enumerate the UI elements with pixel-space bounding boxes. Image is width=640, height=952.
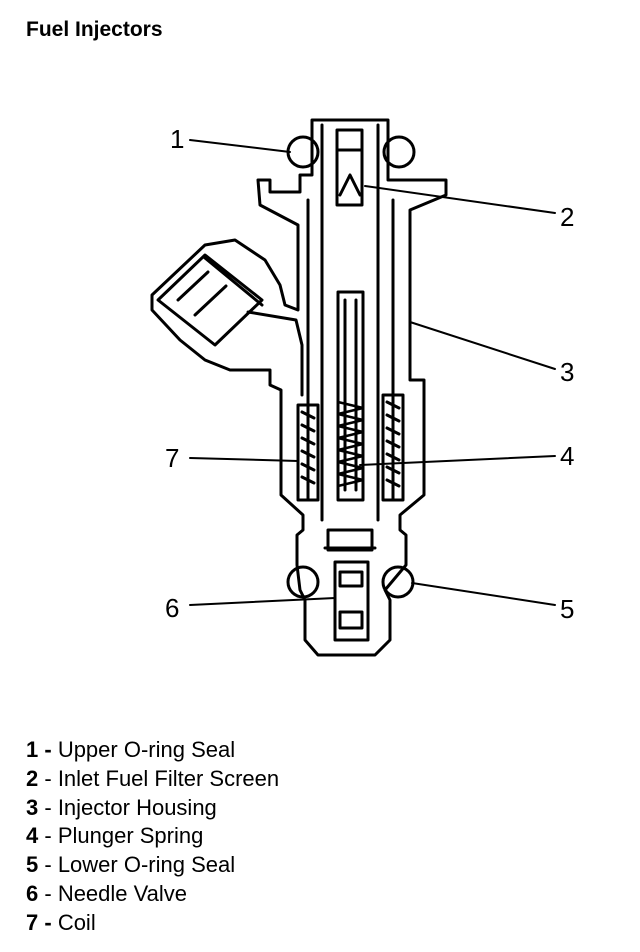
callout-1: 1 xyxy=(170,124,184,154)
leader-line-1 xyxy=(189,139,291,153)
callout-5: 5 xyxy=(560,594,574,624)
leader-line-4 xyxy=(359,455,556,466)
valve-seat xyxy=(323,528,377,552)
legend-text: Lower O-ring Seal xyxy=(57,852,236,878)
lower-o-ring-left xyxy=(286,565,320,599)
legend-number: 1 xyxy=(26,737,39,762)
legend-separator: - xyxy=(38,852,58,878)
callout-6: 6 xyxy=(165,593,179,623)
leader-line-3 xyxy=(409,321,556,370)
lower-o-ring-right xyxy=(381,565,415,599)
connector-wire xyxy=(246,310,304,397)
connector-body xyxy=(156,253,264,347)
callout-7: 7 xyxy=(165,443,179,473)
parts-legend: 1 - Upper O-ring Seal 2 - Inlet Fuel Fil… xyxy=(26,736,279,938)
plunger-spring xyxy=(336,400,365,488)
legend-text: Coil xyxy=(57,909,96,935)
legend-item: 7 - Coil xyxy=(26,909,279,938)
legend-separator: - xyxy=(38,737,58,762)
callout-3: 3 xyxy=(560,357,574,387)
legend-item: 2 - Inlet Fuel Filter Screen xyxy=(26,765,279,794)
injector-housing-outline xyxy=(150,118,448,657)
legend-text: Plunger Spring xyxy=(57,823,204,849)
legend-number: 4 xyxy=(26,823,39,849)
needle-valve xyxy=(333,560,370,642)
legend-item: 6 - Needle Valve xyxy=(26,880,279,909)
legend-number: 7 xyxy=(26,909,39,935)
leader-line-6 xyxy=(189,597,336,606)
filter-screen xyxy=(335,128,364,207)
legend-text: Injector Housing xyxy=(57,794,217,820)
legend-separator: - xyxy=(38,794,58,820)
legend-text: Needle Valve xyxy=(57,880,188,906)
leader-line-7 xyxy=(189,457,299,462)
legend-number: 5 xyxy=(26,852,39,878)
leader-line-2 xyxy=(364,185,556,214)
callout-4: 4 xyxy=(560,441,574,471)
legend-item: 4 - Plunger Spring xyxy=(26,822,279,851)
legend-item: 1 - Upper O-ring Seal xyxy=(26,736,279,765)
legend-item: 3 - Injector Housing xyxy=(26,794,279,823)
coil-right xyxy=(381,393,405,502)
callout-2: 2 xyxy=(560,202,574,232)
leader-line-5 xyxy=(411,582,556,606)
legend-separator: - xyxy=(38,765,58,791)
legend-separator: - xyxy=(38,823,58,849)
legend-text: Inlet Fuel Filter Screen xyxy=(57,765,280,791)
upper-o-ring-right xyxy=(382,135,416,169)
legend-number: 2 xyxy=(26,765,39,791)
legend-number: 3 xyxy=(26,794,39,820)
coil-left xyxy=(296,403,320,502)
legend-number: 6 xyxy=(26,880,39,906)
legend-text: Upper O-ring Seal xyxy=(57,737,236,762)
legend-separator: - xyxy=(38,909,58,935)
legend-item: 5 - Lower O-ring Seal xyxy=(26,851,279,880)
page-title: Fuel Injectors xyxy=(26,18,163,41)
legend-separator: - xyxy=(38,880,58,906)
fuel-injector-diagram: 1 2 3 4 5 6 7 xyxy=(150,118,574,657)
